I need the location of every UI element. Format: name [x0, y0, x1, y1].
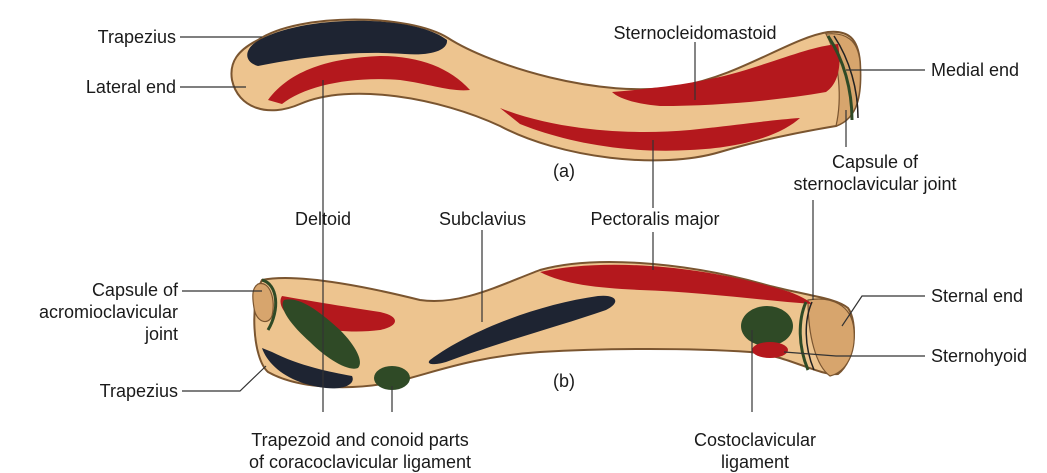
label-lateral-end: Lateral end: [40, 76, 176, 98]
sternohyoid-attachment-b: [752, 342, 788, 358]
label-panel-a: (a): [553, 160, 575, 182]
label-subclavius: Subclavius: [415, 208, 550, 230]
costoclavicular-impression-b: [741, 306, 793, 346]
leader-sternal-end: [842, 296, 925, 326]
label-capsule-ac-line2: acromioclavicular: [0, 301, 178, 323]
label-trapezius-b: Trapezius: [40, 380, 178, 402]
label-sternocleidomastoid: Sternocleidomastoid: [570, 22, 820, 44]
label-pectoralis-major: Pectoralis major: [555, 208, 755, 230]
label-panel-b: (b): [553, 370, 575, 392]
label-trapezoid-line2: of coracoclavicular ligament: [205, 451, 515, 473]
label-capsule-ac-line1: Capsule of: [0, 279, 178, 301]
label-capsule-sc-line2: sternoclavicular joint: [770, 173, 980, 195]
label-costoclavicular-ligament: Costoclavicular ligament: [660, 429, 850, 473]
label-trapezoid-line1: Trapezoid and conoid parts: [205, 429, 515, 451]
label-capsule-ac-line3: joint: [0, 323, 178, 345]
leader-trapezius-b: [182, 366, 266, 391]
label-sternohyoid: Sternohyoid: [931, 345, 1027, 367]
label-costoclavicular-line1: Costoclavicular: [660, 429, 850, 451]
label-capsule-acromioclavicular: Capsule of acromioclavicular joint: [0, 279, 178, 345]
label-capsule-sternoclavicular: Capsule of sternoclavicular joint: [770, 151, 980, 195]
label-capsule-sc-line1: Capsule of: [770, 151, 980, 173]
label-trapezius-a: Trapezius: [40, 26, 176, 48]
label-deltoid: Deltoid: [268, 208, 378, 230]
label-coracoclavicular-ligament: Trapezoid and conoid parts of coracoclav…: [205, 429, 515, 473]
label-sternal-end: Sternal end: [931, 285, 1023, 307]
label-medial-end: Medial end: [931, 59, 1019, 81]
label-costoclavicular-line2: ligament: [660, 451, 850, 473]
